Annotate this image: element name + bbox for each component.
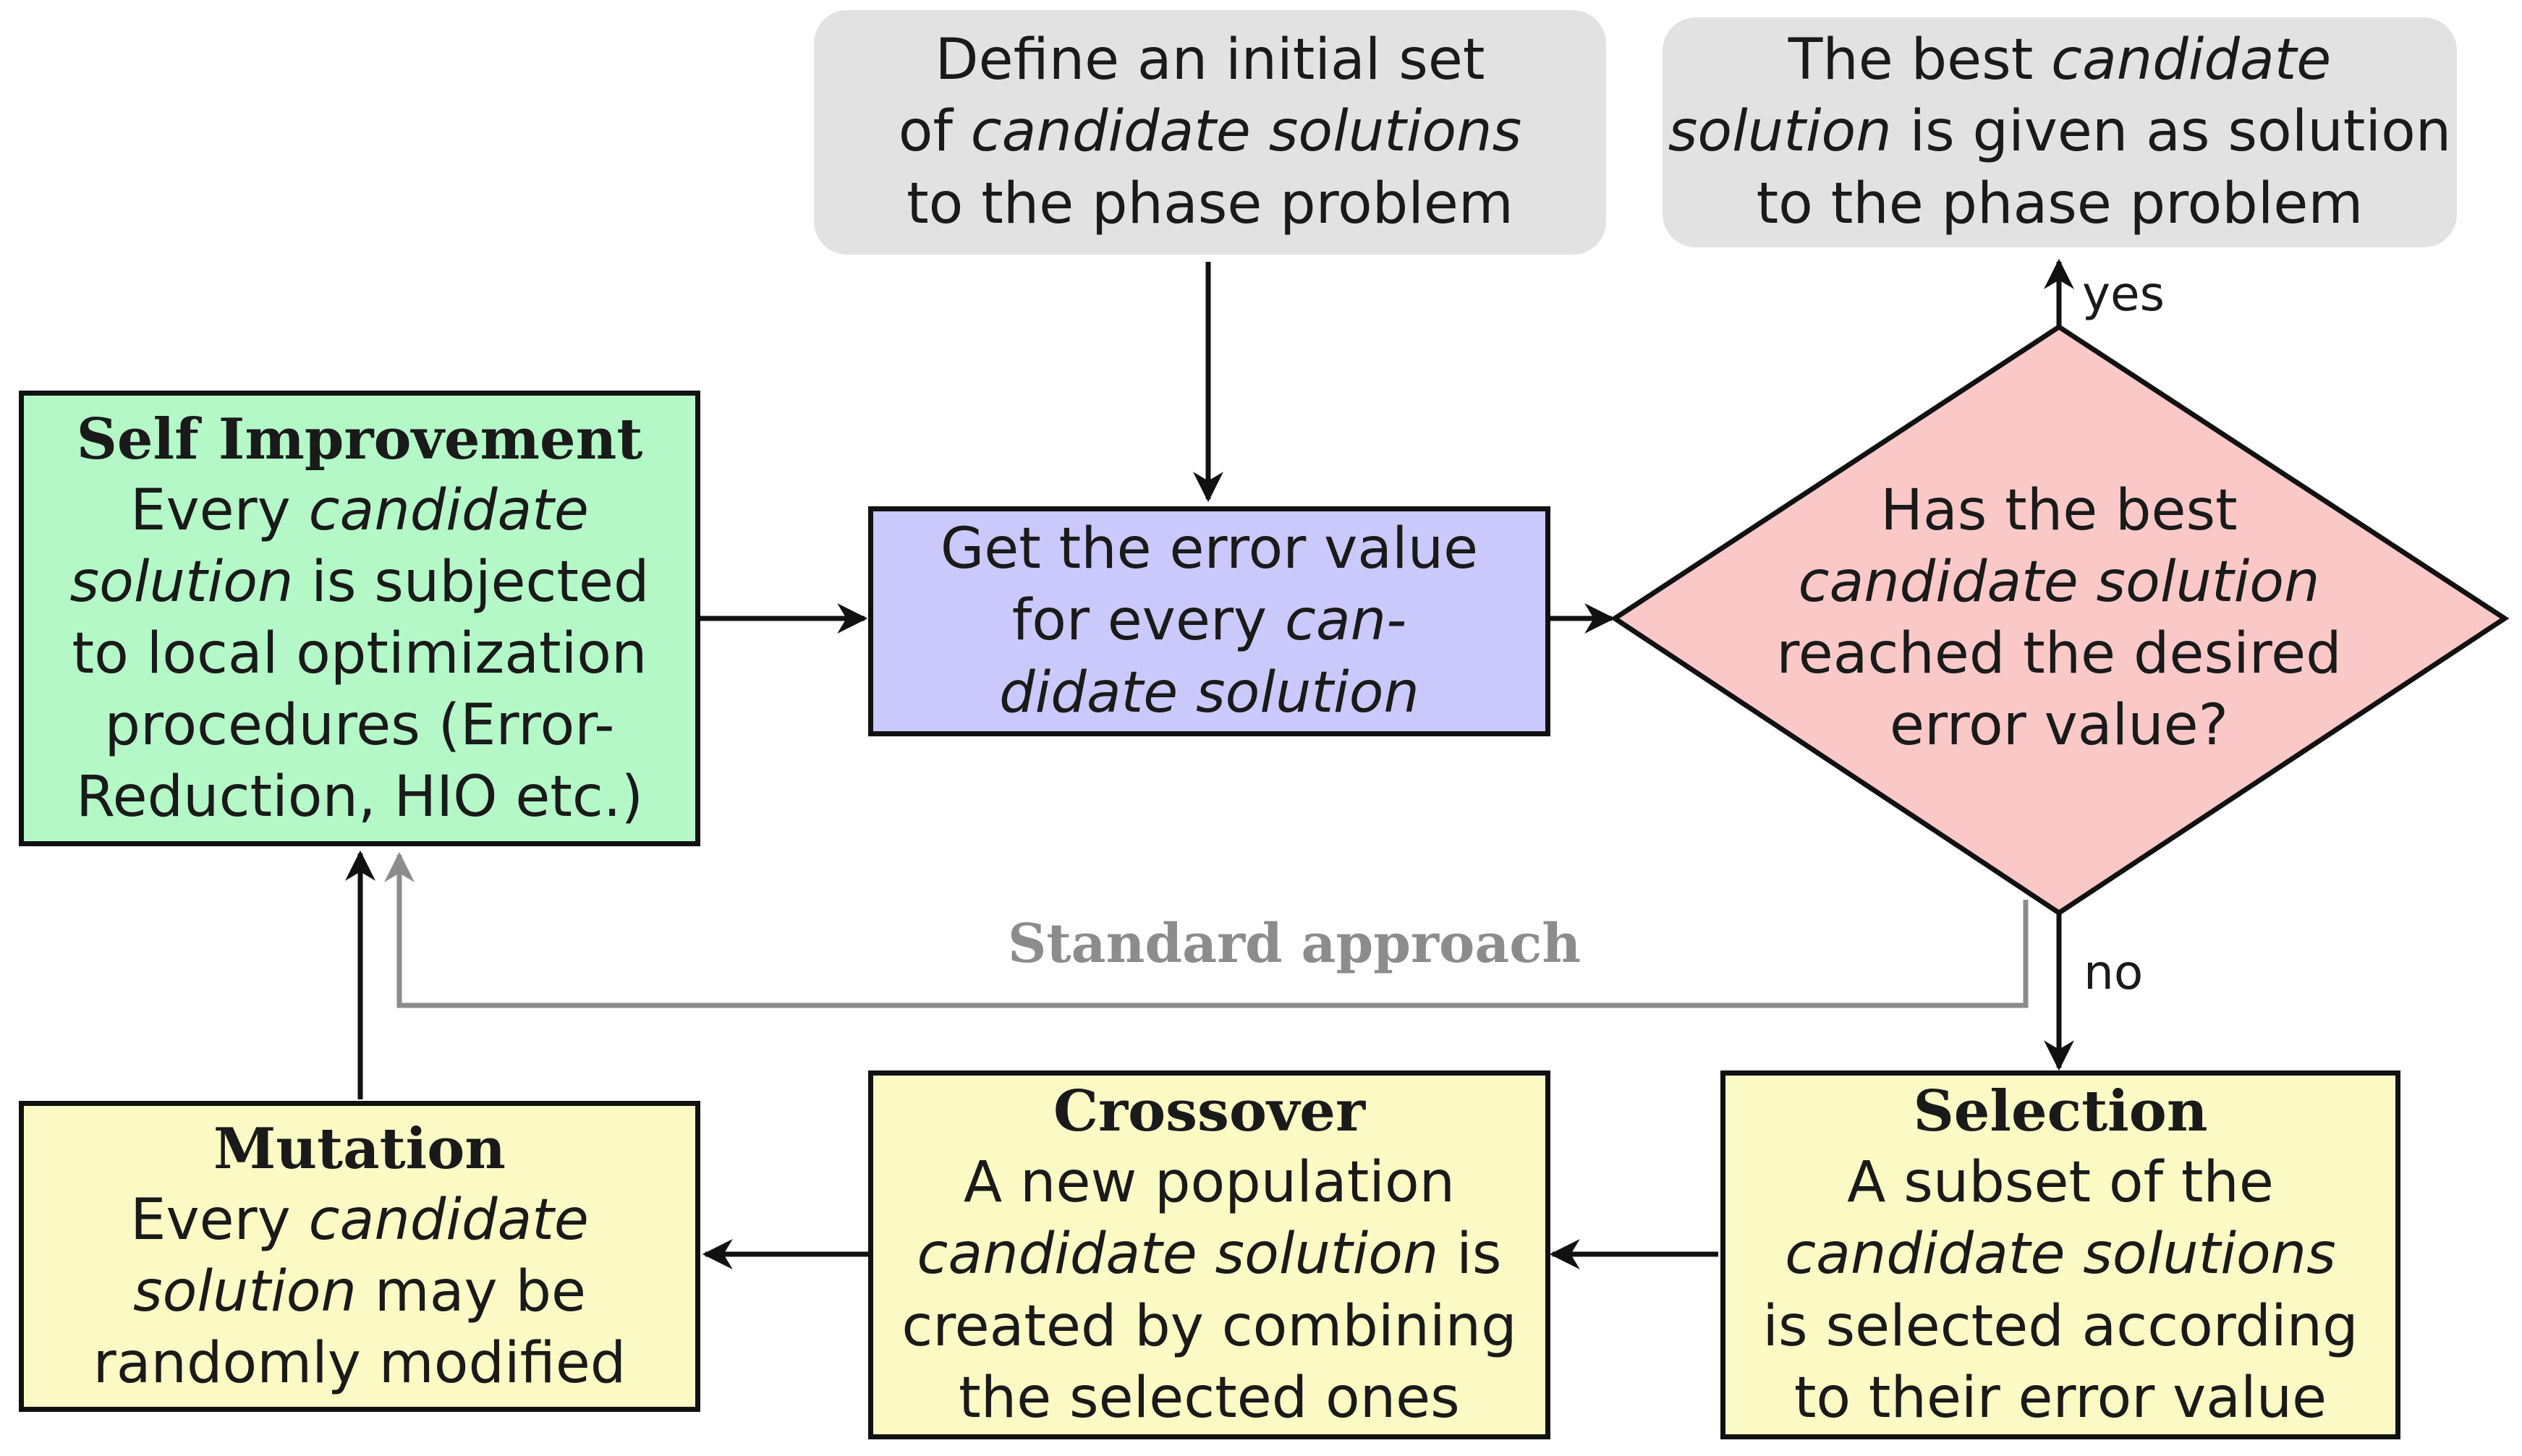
self-improvement-line: solution is subjected xyxy=(69,549,650,615)
error-value-line: Get the error value xyxy=(940,516,1479,582)
result-line: solution is given as solution xyxy=(1668,99,2452,165)
mutation-line: Every candidate xyxy=(130,1187,589,1253)
self-improvement-line: procedures (Error- xyxy=(104,693,615,759)
decision-diamond-shape xyxy=(1610,323,2510,916)
crossover-line: A new population xyxy=(963,1150,1456,1216)
initial-set-line: of candidate solutions xyxy=(898,99,1522,165)
selection-line: to their error value xyxy=(1793,1365,2327,1431)
selection-title: Selection xyxy=(1913,1078,2208,1145)
result-line: to the phase problem xyxy=(1756,171,2364,237)
decision-line: error value? xyxy=(1889,693,2229,759)
selection-box: Selection A subset of the candidate solu… xyxy=(1720,1070,2400,1439)
yes-label: yes xyxy=(2082,266,2165,322)
no-label: no xyxy=(2084,945,2144,1000)
selection-line: A subset of the xyxy=(1847,1150,2274,1216)
error-value-line: didate solution xyxy=(999,660,1419,725)
self-improvement-line: Reduction, HIO etc.) xyxy=(75,765,644,830)
mutation-line: randomly modified xyxy=(93,1331,627,1397)
decision-line: Has the best xyxy=(1880,477,2238,543)
arrow-standard-approach xyxy=(384,851,2029,1008)
error-value-box: Get the error value for every can- didat… xyxy=(868,506,1550,736)
decision-text: Has the best candidate solution reached … xyxy=(1751,467,2367,770)
decision-line: reached the desired xyxy=(1776,621,2342,686)
self-improvement-line: to local optimization xyxy=(72,621,648,686)
result-line: The best candidate xyxy=(1788,27,2332,93)
crossover-line: candidate solution is xyxy=(917,1222,1502,1287)
initial-set-line: to the phase problem xyxy=(907,171,1513,237)
mutation-line: solution may be xyxy=(133,1259,586,1324)
crossover-box: Crossover A new population candidate sol… xyxy=(868,1070,1550,1439)
selection-line: candidate solutions xyxy=(1785,1222,2336,1287)
self-improvement-line: Every candidate xyxy=(130,477,589,543)
standard-approach-label: Standard approach xyxy=(1008,913,1581,975)
mutation-title: Mutation xyxy=(213,1115,506,1182)
initial-set-line: Define an initial set xyxy=(935,27,1485,93)
crossover-line: created by combining xyxy=(901,1293,1517,1359)
error-value-line: for every can- xyxy=(1011,588,1407,654)
decision-line: candidate solution xyxy=(1798,549,2320,615)
crossover-line: the selected ones xyxy=(959,1365,1460,1431)
result-box: The best candidate solution is given as … xyxy=(1663,17,2457,247)
self-improvement-title: Self Improvement xyxy=(76,406,643,472)
initial-set-box: Define an initial set of candidate solut… xyxy=(814,10,1606,255)
mutation-box: Mutation Every candidate solution may be… xyxy=(19,1101,700,1412)
selection-line: is selected according xyxy=(1762,1293,2358,1359)
self-improvement-box: Self Improvement Every candidate solutio… xyxy=(19,391,700,846)
crossover-title: Crossover xyxy=(1053,1078,1366,1145)
